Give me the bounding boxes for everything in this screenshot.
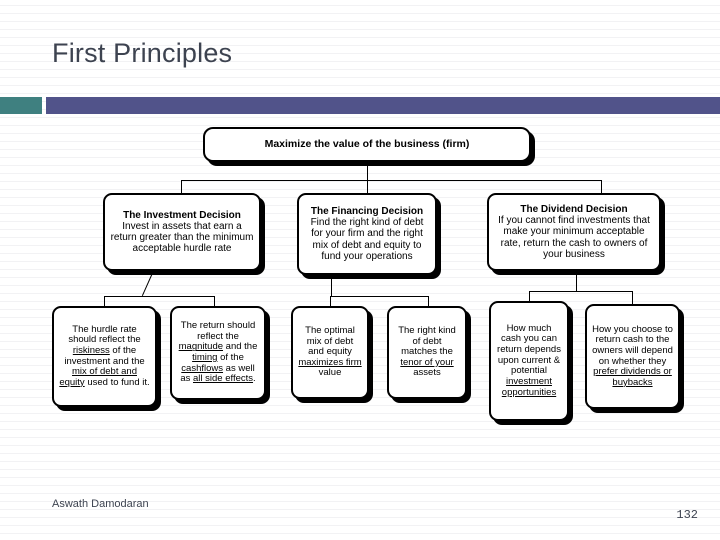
node-investment-decision[interactable]: The Investment Decision Invest in assets… [103,193,261,271]
node-financing-decision[interactable]: The Financing Decision Find the right ki… [297,193,437,275]
connector-drop-return [214,296,215,307]
connector-dividend-stem [576,271,577,291]
footer-author: Aswath Damodaran [52,498,149,510]
connector-dividend-bus [529,291,633,292]
node-dividends-or-buybacks[interactable]: How you choose to return cash to the own… [585,304,680,409]
node-body: If you cannot find investments that make… [498,215,650,260]
node-body: How you choose to return cash to the own… [592,323,673,388]
node-body: How much cash you can return depends upo… [497,322,561,398]
connector-drop-cashreturn [529,291,530,302]
node-return-measure[interactable]: The return should reflect the magnitude … [170,306,266,400]
connector-drop-debtkind [428,296,429,307]
connector-drop-hurdle [104,296,105,307]
node-body: Find the right kind of debt for your fir… [310,217,424,262]
connector-drop-returnmethod [632,291,633,305]
node-how-much-cash[interactable]: How much cash you can return depends upo… [489,301,569,421]
connector-investment-diagonal [141,272,153,297]
node-body: The return should reflect the magnitude … [178,320,258,385]
connector-financing-bus [330,296,429,297]
node-body: The hurdle rate should reflect the riski… [59,323,150,388]
connector-financing-stem [331,275,332,296]
page-title: First Principles [52,38,233,68]
header-bar [46,97,720,114]
connector-investment-bus [104,296,214,297]
node-right-kind-of-debt[interactable]: The right kind of debt matches the tenor… [387,306,467,399]
connector-root-stem [367,162,368,181]
node-heading: The Investment Decision [123,209,241,221]
connector-tier2-bus [181,180,601,181]
node-body: The optimal mix of debt and equity maxim… [298,324,362,379]
node-heading: Maximize the value of the business (firm… [264,137,470,150]
connector-drop-dividend [601,180,602,194]
node-maximize-value[interactable]: Maximize the value of the business (firm… [203,127,531,162]
footer-page-number: 132 [676,508,698,522]
node-optimal-mix[interactable]: The optimal mix of debt and equity maxim… [291,306,369,399]
first-principles-diagram: Maximize the value of the business (firm… [0,118,720,448]
node-heading: The Dividend Decision [520,204,628,216]
node-dividend-decision[interactable]: The Dividend Decision If you cannot find… [487,193,661,271]
connector-drop-financing [367,180,368,194]
node-hurdle-rate[interactable]: The hurdle rate should reflect the riski… [52,306,157,407]
connector-drop-investment [181,180,182,194]
connector-drop-optimalmix [330,296,331,307]
accent-block [0,97,42,114]
node-body: Invest in assets that earn a return grea… [110,220,254,255]
node-body: The right kind of debt matches the tenor… [398,324,456,379]
node-heading: The Financing Decision [310,206,424,218]
